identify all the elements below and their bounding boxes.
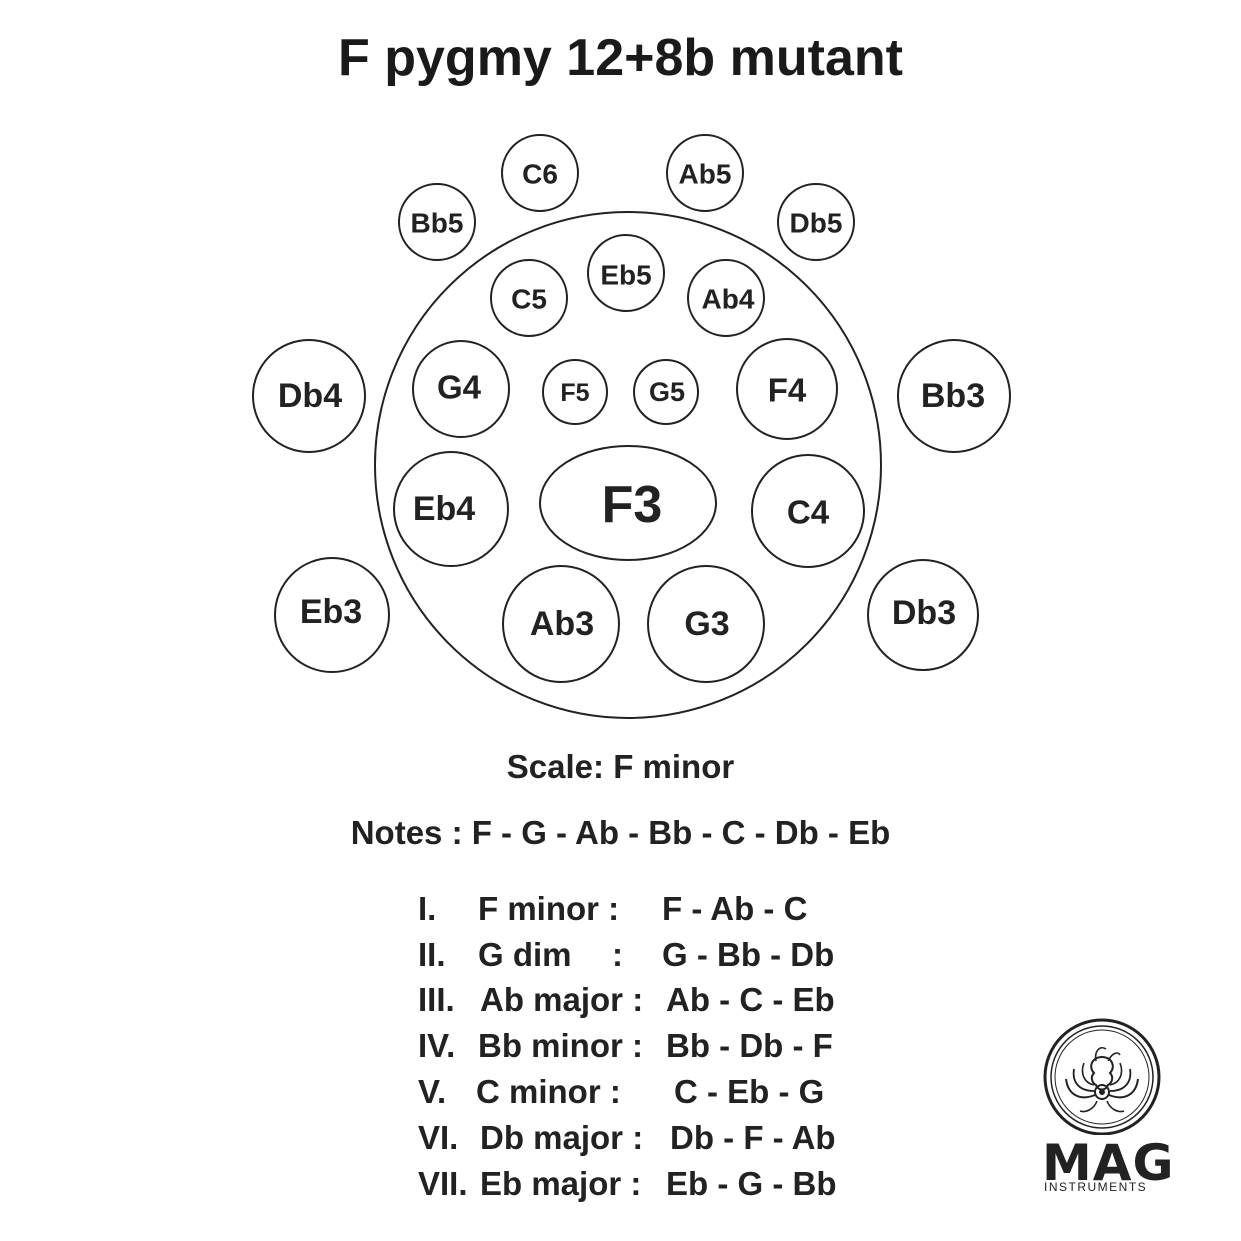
- svg-text:F3: F3: [602, 476, 663, 534]
- chord-name: Ab major :: [480, 981, 644, 1018]
- svg-text:G3: G3: [684, 605, 729, 643]
- svg-text:Eb4: Eb4: [413, 490, 475, 528]
- note-bb3[interactable]: Bb3: [897, 339, 1011, 453]
- note-f4[interactable]: F4: [736, 338, 838, 440]
- note-eb4[interactable]: Eb4: [393, 451, 509, 567]
- chord-numeral: II.: [418, 936, 446, 973]
- chord-notes: Ab - C - Eb: [666, 981, 835, 1018]
- handpan-note-layout: C6 Ab5 Bb5 Db5 Eb5 C5 Ab4 G4 F5 G5 F4: [252, 134, 1011, 719]
- chord-name: C minor :: [476, 1073, 621, 1110]
- svg-text:Eb3: Eb3: [300, 593, 362, 631]
- note-g3[interactable]: G3: [647, 565, 765, 683]
- note-db3[interactable]: Db3: [867, 559, 979, 671]
- note-ab5[interactable]: Ab5: [666, 134, 744, 212]
- chord-numeral: IV.: [418, 1027, 456, 1064]
- chord-name: G dim: [478, 936, 572, 973]
- svg-text:Bb3: Bb3: [921, 377, 985, 415]
- logo-subtitle: INSTRUMENTS: [1044, 1180, 1148, 1194]
- note-db4[interactable]: Db4: [252, 339, 366, 453]
- chord-name: Bb minor :: [478, 1027, 643, 1064]
- svg-text:G5: G5: [649, 377, 685, 407]
- chord-numeral: V.: [418, 1073, 447, 1110]
- chord-numeral: III.: [418, 981, 455, 1018]
- chord-name: Db major :: [480, 1119, 644, 1156]
- svg-text:Ab5: Ab5: [679, 159, 732, 190]
- chord-name: F minor :: [478, 890, 620, 927]
- svg-text:G4: G4: [437, 369, 482, 406]
- chord-notes: Db - F - Ab: [670, 1119, 836, 1156]
- note-g4[interactable]: G4: [412, 340, 510, 438]
- scale-label: Scale: F minor: [506, 748, 735, 785]
- chord-name: Eb major :: [480, 1165, 642, 1202]
- mag-logo-icon: [1043, 1018, 1161, 1135]
- note-ab3[interactable]: Ab3: [502, 565, 620, 683]
- note-c5[interactable]: C5: [490, 259, 568, 337]
- svg-text:Bb5: Bb5: [411, 208, 464, 239]
- chord-notes: F - Ab - C: [662, 890, 808, 927]
- chord-numeral: VII.: [418, 1165, 468, 1202]
- note-eb5[interactable]: Eb5: [587, 234, 665, 312]
- chord-colon: :: [612, 936, 623, 973]
- svg-text:Ab4: Ab4: [702, 284, 755, 315]
- note-db5[interactable]: Db5: [777, 183, 855, 261]
- note-eb3[interactable]: Eb3: [274, 557, 390, 673]
- svg-text:C6: C6: [522, 159, 558, 190]
- note-c4[interactable]: C4: [751, 454, 865, 568]
- note-ding-f3[interactable]: F3: [539, 445, 717, 561]
- note-bb5[interactable]: Bb5: [398, 183, 476, 261]
- page-title: F pygmy 12+8b mutant: [338, 29, 903, 87]
- chord-notes: Bb - Db - F: [666, 1027, 833, 1064]
- logo-wordmark: MAG: [1042, 1134, 1175, 1192]
- chord-notes: Eb - G - Bb: [666, 1165, 837, 1202]
- notes-label: Notes : F - G - Ab - Bb - C - Db - Eb: [350, 814, 891, 851]
- shell-outline: [374, 211, 882, 719]
- svg-text:Db4: Db4: [278, 377, 342, 415]
- svg-text:F4: F4: [768, 372, 807, 409]
- note-ab4[interactable]: Ab4: [687, 259, 765, 337]
- svg-text:Eb5: Eb5: [600, 260, 651, 291]
- svg-text:C4: C4: [787, 494, 830, 531]
- note-g5[interactable]: G5: [633, 359, 699, 425]
- svg-text:Ab3: Ab3: [530, 605, 594, 643]
- chord-numeral: I.: [418, 890, 437, 927]
- svg-text:C5: C5: [511, 284, 547, 315]
- chord-notes: G - Bb - Db: [662, 936, 835, 973]
- chord-notes: C - Eb - G: [674, 1073, 825, 1110]
- chord-numeral: VI.: [418, 1119, 459, 1156]
- svg-text:Db5: Db5: [790, 208, 843, 239]
- note-c6[interactable]: C6: [501, 134, 579, 212]
- svg-text:F5: F5: [560, 379, 589, 407]
- svg-text:Db3: Db3: [892, 594, 956, 632]
- note-f5[interactable]: F5: [542, 359, 608, 425]
